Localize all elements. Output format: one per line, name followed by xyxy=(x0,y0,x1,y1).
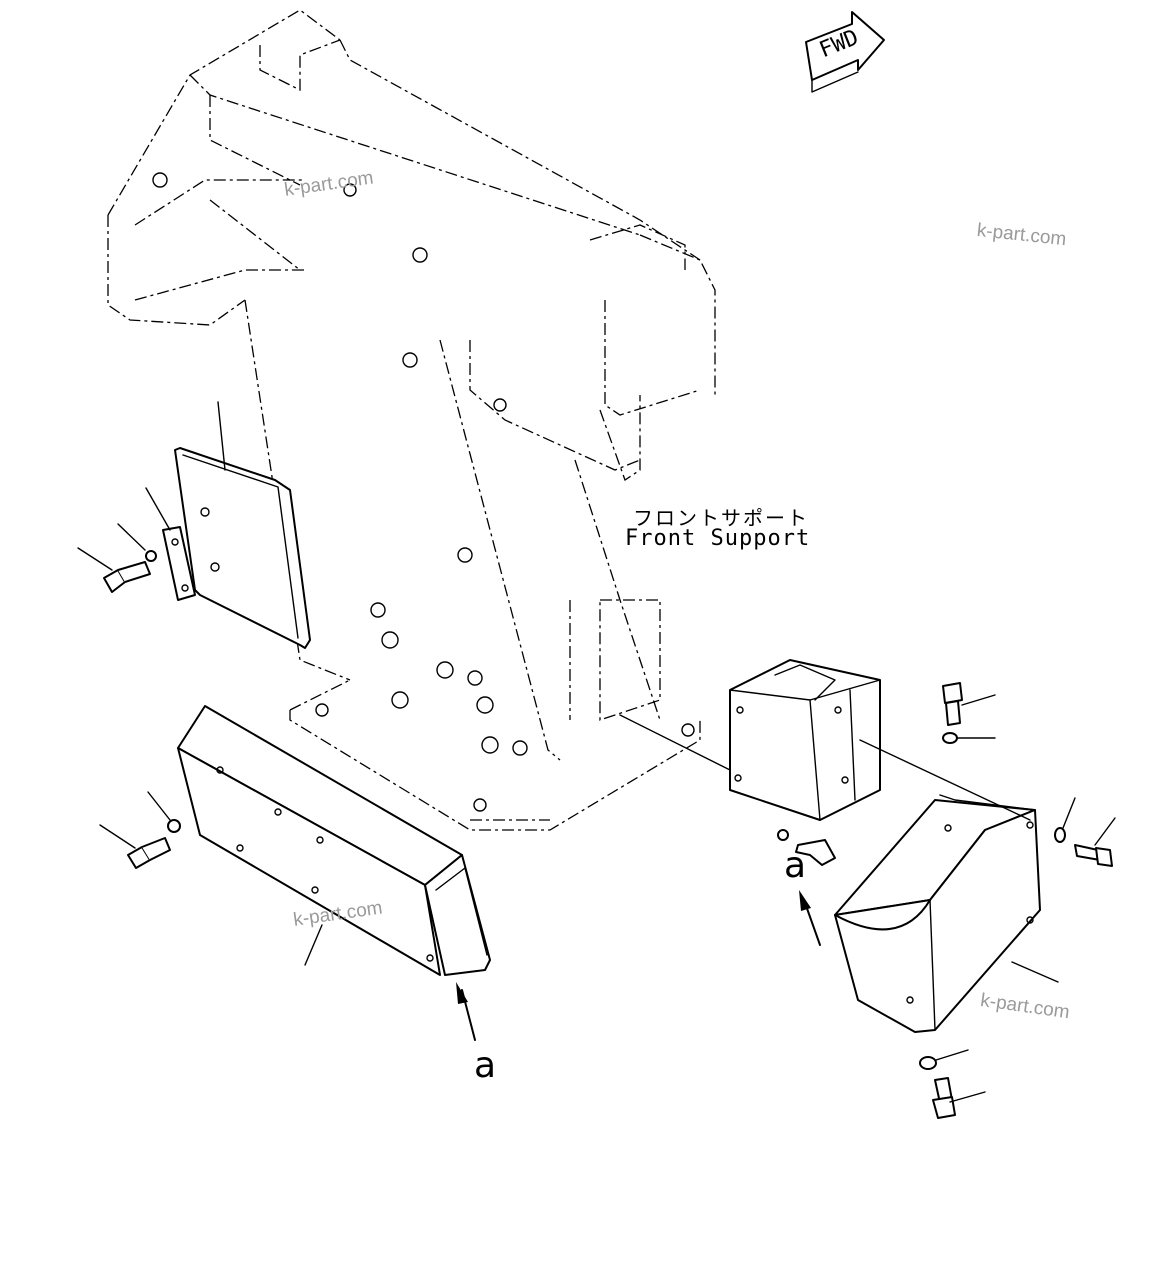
side-cover-left xyxy=(177,705,491,976)
part-name-en: Front Support xyxy=(625,526,811,551)
bolt-right-bottom xyxy=(919,1049,986,1119)
bolt-upper-left xyxy=(77,523,157,593)
cover-plate xyxy=(174,401,311,649)
ref-arrow-right xyxy=(799,890,821,946)
ref-label-left: a xyxy=(474,1045,497,1086)
ref-arrow-left xyxy=(456,982,476,1041)
bolt-right-middle xyxy=(1054,797,1116,867)
front-support-frame xyxy=(107,9,716,831)
ref-label-right: a xyxy=(784,845,807,886)
part-name-jp: フロントサポート xyxy=(633,506,809,530)
bolt-bracket xyxy=(777,829,836,866)
fwd-arrow-icon xyxy=(805,11,885,93)
bolt-lower-left xyxy=(99,791,181,869)
bracket-box xyxy=(619,659,881,821)
side-cover-right xyxy=(834,739,1059,1033)
bolt-right-top xyxy=(942,682,996,744)
spacer-plate xyxy=(145,487,196,601)
